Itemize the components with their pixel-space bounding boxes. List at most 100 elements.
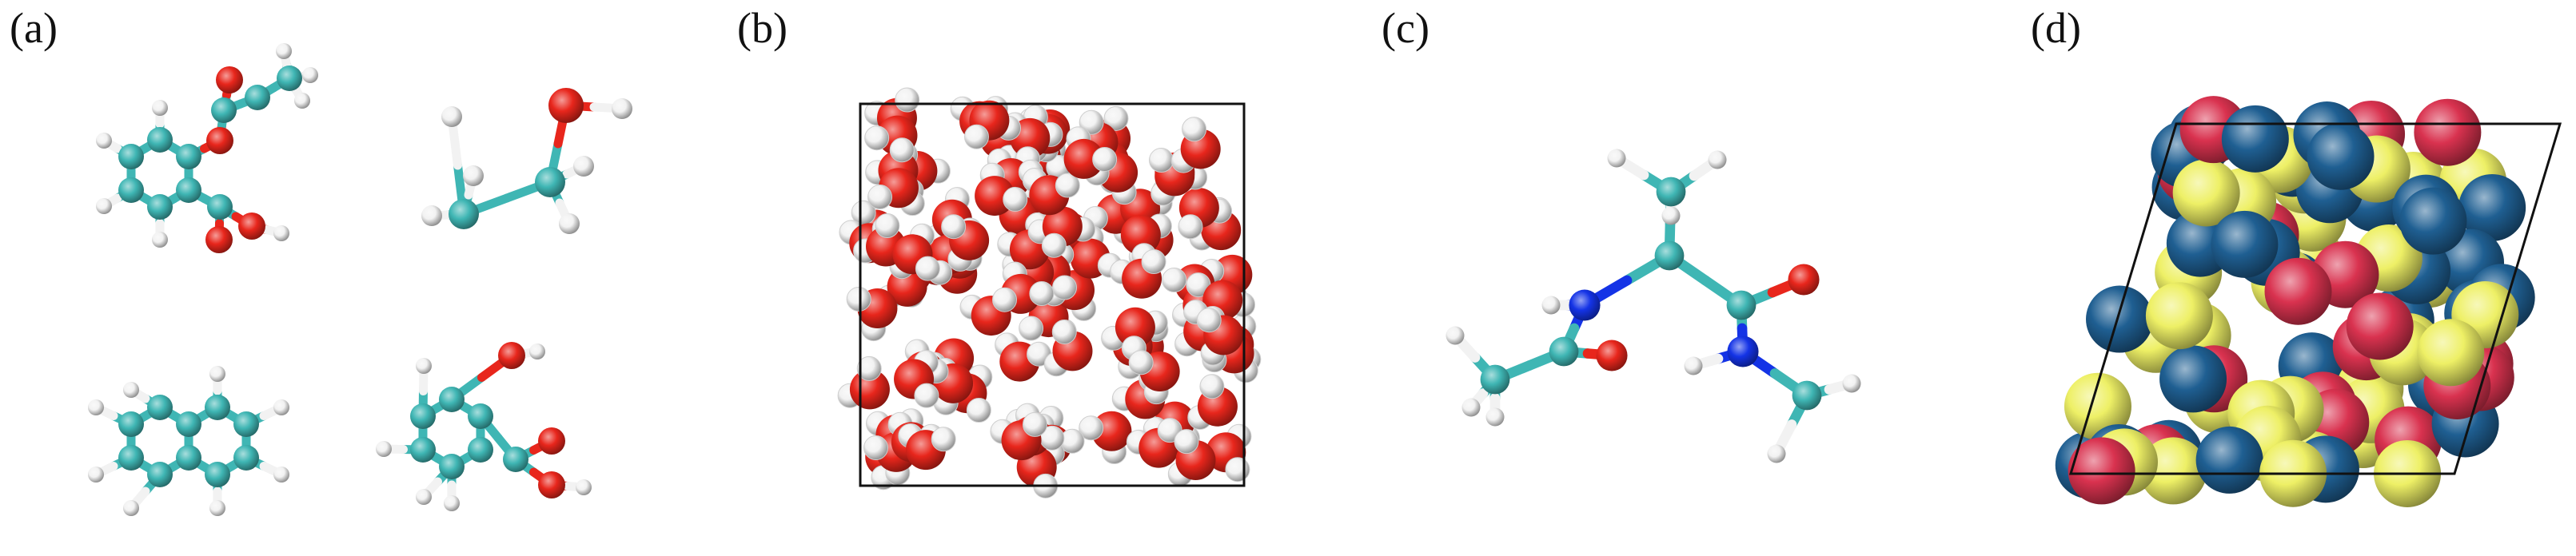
red-sphere bbox=[2414, 98, 2482, 166]
carbon-atom bbox=[118, 144, 144, 169]
blue-sphere bbox=[2458, 173, 2526, 241]
carbon-atom bbox=[118, 177, 144, 203]
oxygen-atom bbox=[1115, 307, 1155, 348]
hydrogen-atom bbox=[376, 441, 392, 457]
hydrogen-atom bbox=[1225, 457, 1250, 483]
hydrogen-atom bbox=[856, 355, 882, 381]
hydrogen-atom bbox=[991, 287, 1017, 312]
panel-label-a: (a) bbox=[10, 4, 58, 52]
blue-sphere bbox=[2086, 285, 2154, 353]
carbon-atom bbox=[503, 447, 528, 472]
oxygen-atom bbox=[498, 342, 525, 369]
carbon-atom bbox=[233, 445, 259, 471]
carbon-atom bbox=[449, 199, 479, 229]
hydrogen-atom bbox=[576, 479, 592, 495]
oxygen-atom bbox=[538, 471, 565, 498]
hydrogen-atom bbox=[463, 165, 484, 186]
panel-label-c: (c) bbox=[1382, 4, 1430, 52]
oxygen-atom bbox=[1091, 411, 1132, 451]
carbon-atom bbox=[245, 85, 270, 110]
hydrogen-atom bbox=[1022, 411, 1047, 437]
hydrogen-atom bbox=[612, 98, 632, 119]
hydrogen-atom bbox=[915, 256, 940, 281]
yellow-sphere bbox=[2172, 159, 2240, 227]
nitrogen-atom bbox=[1727, 336, 1759, 367]
hydrogen-atom bbox=[931, 427, 956, 452]
carbon-atom bbox=[1480, 364, 1510, 395]
panel-d-sphere-box bbox=[2055, 96, 2562, 507]
carbon-atom bbox=[410, 437, 436, 463]
blue-sphere bbox=[2399, 187, 2467, 255]
hydrogen-atom bbox=[1708, 150, 1727, 169]
hydrogen-atom bbox=[1767, 444, 1786, 463]
hydrogen-atom bbox=[895, 87, 920, 113]
hydrogen-atom bbox=[875, 213, 900, 239]
hydrogen-atom bbox=[559, 213, 580, 234]
hydrogen-atom bbox=[529, 344, 545, 359]
hydrogen-atom bbox=[867, 185, 893, 210]
hydrogen-atom bbox=[152, 100, 168, 116]
oxygen-atom bbox=[216, 66, 243, 93]
hydrogen-atom bbox=[1092, 146, 1118, 172]
hydrogen-atom bbox=[1128, 350, 1154, 375]
hydrogen-atom bbox=[96, 198, 112, 214]
carbon-atom bbox=[468, 403, 493, 429]
panel-label-d: (d) bbox=[2031, 4, 2081, 52]
oxygen-atom bbox=[1596, 340, 1628, 371]
carbon-atom bbox=[1549, 336, 1579, 367]
hydrogen-atom bbox=[1485, 407, 1505, 427]
oxygen-atom bbox=[1120, 215, 1161, 256]
red-sphere bbox=[2068, 437, 2135, 505]
carbon-atom bbox=[118, 445, 144, 471]
hydrogen-atom bbox=[1174, 429, 1199, 455]
hydrogen-atom bbox=[294, 93, 310, 109]
hydrogen-atom bbox=[444, 495, 460, 511]
carbon-atom bbox=[1726, 290, 1757, 320]
hydrogen-atom bbox=[1607, 149, 1626, 168]
carbon-atom bbox=[147, 395, 173, 420]
oxygen-atom bbox=[205, 226, 233, 253]
oxygen-atom bbox=[1063, 138, 1104, 179]
hydrogen-atom bbox=[1051, 275, 1077, 300]
hydrogen-atom bbox=[1162, 268, 1187, 293]
blue-sphere bbox=[2307, 122, 2375, 190]
carbon-atom bbox=[439, 387, 465, 412]
red-sphere bbox=[2346, 292, 2414, 360]
hydrogen-atom bbox=[1029, 280, 1055, 306]
blue-sphere bbox=[2221, 105, 2289, 173]
carbon-atom bbox=[277, 66, 302, 91]
hydrogen-atom bbox=[302, 67, 318, 83]
hydrogen-atom bbox=[1141, 249, 1166, 275]
panel-b-water-box bbox=[837, 87, 1262, 498]
hydrogen-atom bbox=[1196, 308, 1222, 333]
oxygen-atom bbox=[1788, 264, 1820, 296]
hydrogen-atom bbox=[421, 205, 442, 226]
hydrogen-atom bbox=[1842, 374, 1861, 393]
carbon-atom bbox=[233, 411, 259, 437]
hydrogen-atom bbox=[1051, 319, 1077, 344]
hydrogen-atom bbox=[846, 286, 871, 312]
hydrogen-atom bbox=[1178, 214, 1203, 240]
hydrogen-atom bbox=[1041, 232, 1067, 258]
carbon-atom bbox=[176, 445, 201, 471]
carbon-atom bbox=[205, 395, 230, 420]
carbon-atom bbox=[147, 127, 173, 153]
hydrogen-atom bbox=[966, 397, 991, 423]
hydrogen-atom bbox=[123, 500, 139, 516]
hydrogen-atom bbox=[276, 43, 292, 59]
carbon-atom bbox=[1792, 380, 1822, 411]
yellow-sphere bbox=[2064, 372, 2131, 440]
hydrogen-atom bbox=[209, 500, 225, 516]
oxygen-atom bbox=[206, 127, 233, 154]
hydrogen-atom bbox=[123, 382, 139, 398]
blue-sphere bbox=[2195, 426, 2263, 494]
hydrogen-atom bbox=[96, 133, 112, 149]
hydrogen-atom bbox=[889, 137, 915, 163]
hydrogen-atom bbox=[1661, 206, 1681, 225]
carbon-atom bbox=[176, 411, 201, 437]
blue-sphere bbox=[2211, 210, 2279, 278]
oxygen-atom bbox=[548, 88, 584, 123]
carbon-atom bbox=[207, 194, 233, 220]
carbon-atom bbox=[118, 411, 144, 437]
